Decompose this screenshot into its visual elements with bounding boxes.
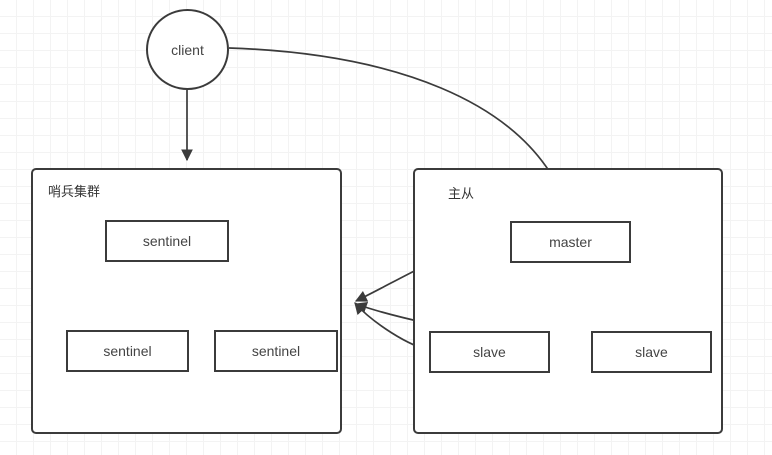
node-master[interactable]: master: [510, 221, 631, 263]
group-sentinel-cluster-label: 哨兵集群: [48, 184, 101, 199]
node-client-label: client: [171, 41, 204, 58]
node-sentinel-bottom-right[interactable]: sentinel: [214, 330, 338, 372]
node-client[interactable]: client: [146, 9, 229, 90]
node-master-label: master: [549, 234, 592, 250]
node-slave-right-label: slave: [635, 344, 668, 360]
group-master-slave[interactable]: [413, 168, 723, 434]
node-sentinel-bottom-left[interactable]: sentinel: [66, 330, 189, 372]
group-sentinel-cluster[interactable]: [31, 168, 342, 434]
node-sentinel-top[interactable]: sentinel: [105, 220, 229, 262]
node-sentinel-bottom-left-label: sentinel: [103, 343, 152, 359]
node-sentinel-top-label: sentinel: [142, 233, 192, 249]
node-slave-left[interactable]: slave: [429, 331, 550, 373]
node-slave-left-label: slave: [473, 344, 506, 360]
node-slave-right[interactable]: slave: [591, 331, 712, 373]
group-master-slave-label: 主从: [448, 186, 475, 201]
node-sentinel-bottom-right-label: sentinel: [251, 343, 301, 359]
